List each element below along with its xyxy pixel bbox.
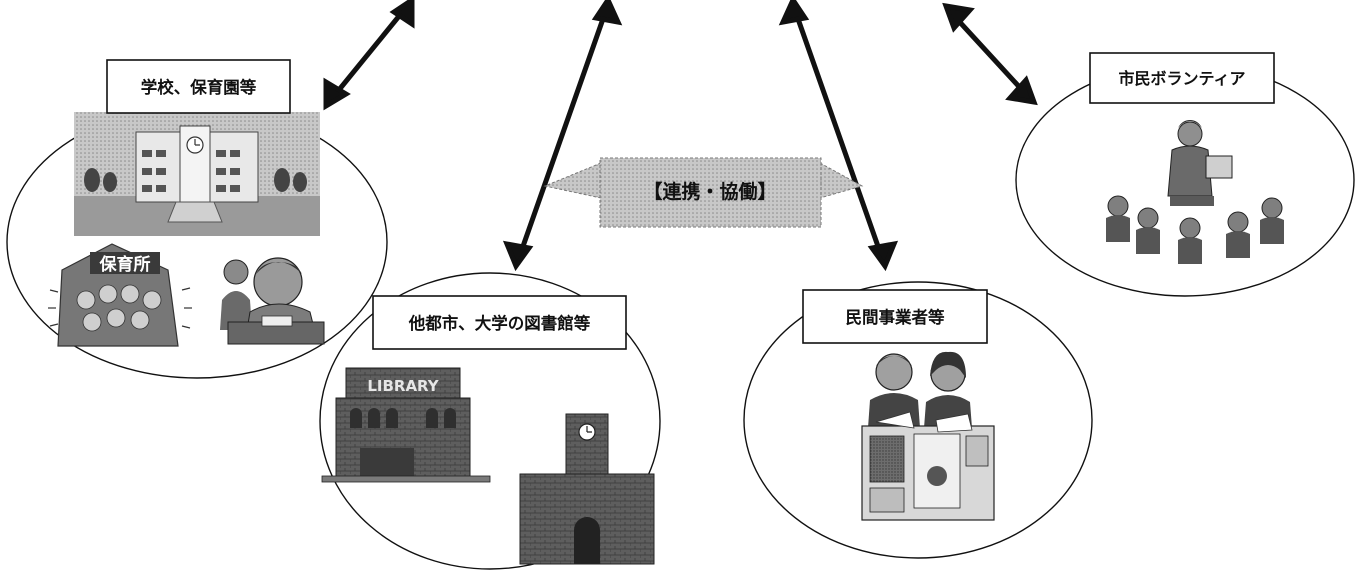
other-libraries-cluster: LIBRARY 他都市、大学の図書館等 xyxy=(319,272,661,570)
school-building-icon xyxy=(74,112,320,236)
library-sign-text: LIBRARY xyxy=(367,377,439,395)
link-arrows xyxy=(323,0,1038,272)
businesses-label: 民間事業者等 xyxy=(846,307,946,327)
other-libraries-label-box: 他都市、大学の図書館等 xyxy=(372,295,627,350)
university-clock-tower-icon xyxy=(519,413,655,565)
student-studying-icon xyxy=(220,257,325,345)
nursery-school-icon: 保育所 xyxy=(48,243,192,347)
exhibition-booth-icon xyxy=(861,351,995,521)
volunteers-label: 市民ボランティア xyxy=(1118,69,1245,88)
businesses-cluster: 民間事業者等 xyxy=(743,281,1093,559)
businesses-label-box: 民間事業者等 xyxy=(802,289,988,344)
arrow-schools xyxy=(323,0,415,111)
nursery-sign-text: 保育所 xyxy=(99,254,151,275)
other-libraries-ellipse xyxy=(319,272,661,570)
businesses-ellipse xyxy=(743,281,1093,559)
collaboration-callout: 【連携・協働】 xyxy=(543,157,864,228)
schools-label: 学校、保育園等 xyxy=(141,77,257,97)
collaboration-label: 【連携・協働】 xyxy=(643,180,776,203)
arrow-other-libraries xyxy=(502,0,623,272)
schools-label-box: 学校、保育園等 xyxy=(106,59,291,114)
volunteers-cluster: 市民ボランティア xyxy=(1015,52,1355,297)
arrow-volunteers xyxy=(942,2,1038,106)
schools-cluster: 保育所 学校、保育園等 xyxy=(6,59,388,379)
other-libraries-label: 他都市、大学の図書館等 xyxy=(408,313,591,333)
volunteers-label-box: 市民ボランティア xyxy=(1089,52,1275,104)
storytelling-volunteer-icon xyxy=(1106,120,1284,264)
arrow-businesses xyxy=(778,0,899,272)
library-building-icon: LIBRARY xyxy=(321,367,491,483)
